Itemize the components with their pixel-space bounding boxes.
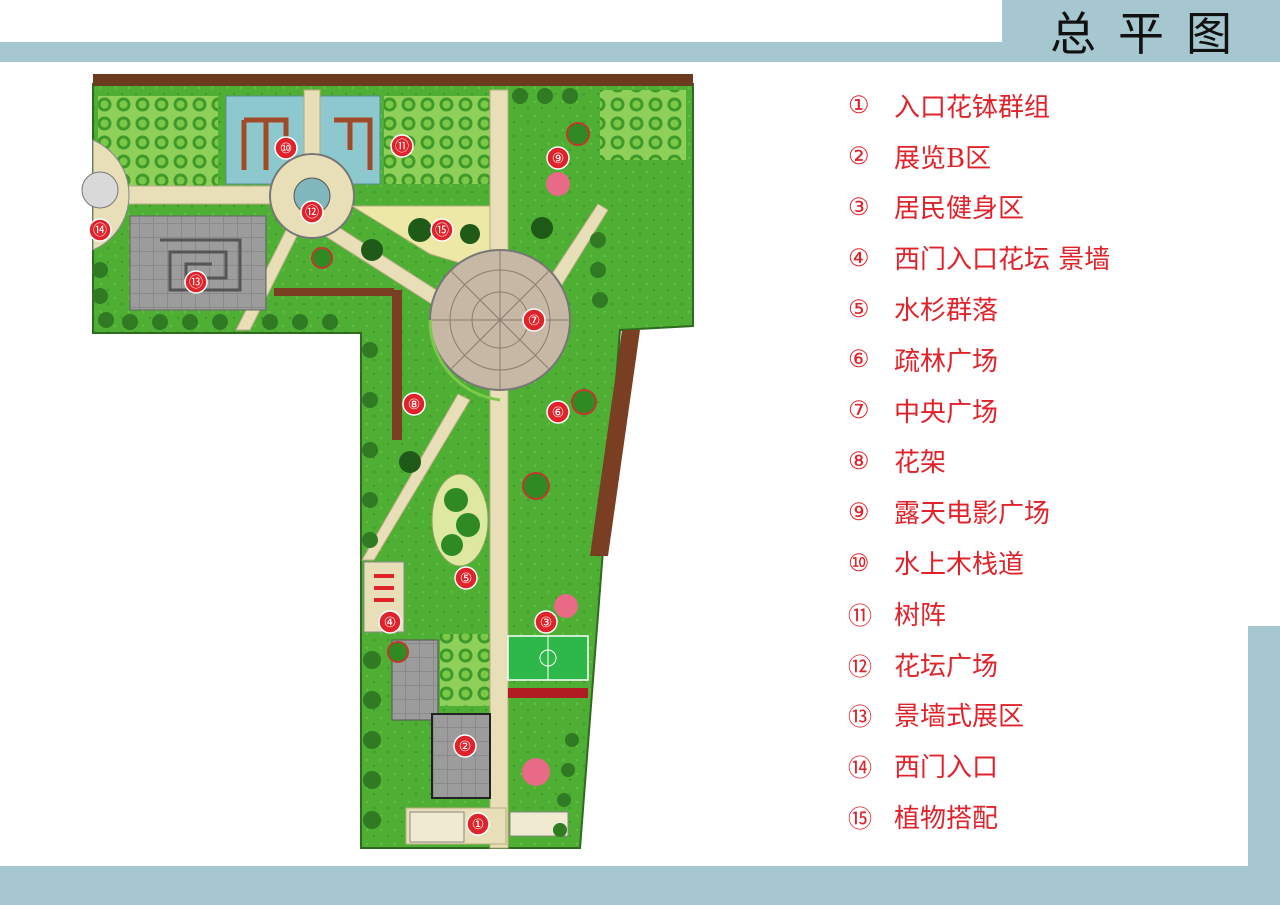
map-marker-14: ⑭ — [88, 218, 112, 242]
map-marker-label: ④ — [384, 615, 397, 631]
map-marker-label: ⑧ — [408, 397, 421, 413]
legend-number: ⑮ — [848, 805, 872, 834]
legend-label: 居民健身区 — [894, 194, 1025, 225]
legend-number: ⑪ — [848, 601, 872, 630]
legend-label: 水杉群落 — [894, 296, 999, 327]
north-wall — [93, 74, 693, 86]
legend-number: ⑥ — [848, 345, 870, 374]
legend-number: ⑦ — [848, 396, 870, 425]
legend-item: ⑤ 水杉群落 — [848, 283, 1238, 334]
east-wall — [590, 330, 640, 556]
legend-label: 花架 — [894, 448, 947, 479]
open-air-cinema-flower — [546, 172, 570, 196]
legend-item: ⑮ 植物搭配 — [848, 791, 1238, 842]
umbrella-south — [522, 758, 550, 786]
map-marker-label: ⑮ — [435, 223, 449, 239]
legend-number: ⑭ — [848, 754, 872, 783]
map-marker-7: ⑦ — [522, 308, 546, 332]
map-marker-label: ⑭ — [93, 223, 107, 239]
map-marker-label: ⑥ — [552, 405, 565, 421]
legend-number: ⑧ — [848, 446, 870, 475]
legend-label: 树阵 — [894, 600, 947, 631]
main-north-south-path — [489, 89, 509, 849]
legend-number: ③ — [848, 192, 870, 221]
legend-number: ⑬ — [848, 703, 872, 732]
legend-label: 花坛广场 — [894, 651, 999, 682]
legend-item: ⑧ 花架 — [848, 436, 1238, 487]
legend-item: ③ 居民健身区 — [848, 182, 1238, 233]
legend-item: ⑭ 西门入口 — [848, 740, 1238, 791]
legend-item: ⑥ 疏林广场 — [848, 334, 1238, 385]
legend-label: 中央广场 — [894, 397, 999, 428]
map-marker-label: ⑦ — [528, 313, 541, 329]
legend-label: 景墙式展区 — [894, 702, 1025, 733]
map-marker-12: ⑫ — [300, 200, 324, 224]
legend-item: ⑬ 景墙式展区 — [848, 690, 1238, 741]
map-marker-1: ① — [466, 812, 490, 836]
legend-number: ⑫ — [848, 652, 872, 681]
map-marker-10: ⑩ — [274, 136, 298, 160]
legend-label: 疏林广场 — [894, 346, 999, 377]
map-marker-4: ④ — [378, 610, 402, 634]
top-band — [0, 42, 1280, 62]
entrance-flowerpot-group — [409, 811, 465, 843]
map-marker-label: ⑫ — [305, 205, 319, 221]
map-marker-label: ② — [459, 739, 472, 755]
right-band — [1248, 626, 1280, 905]
legend-label: 西门入口 — [894, 753, 999, 784]
map-marker-label: ⑤ — [460, 571, 473, 587]
legend-item: ⑩ 水上木栈道 — [848, 537, 1238, 588]
flower-trellis — [392, 290, 402, 440]
legend-label: 展览B区 — [894, 143, 992, 174]
legend-number: ⑤ — [848, 294, 870, 323]
title-box: 总平图 — [1002, 0, 1280, 62]
legend-label: 露天电影广场 — [894, 499, 1051, 530]
map-marker-label: ⑪ — [395, 139, 409, 155]
map-marker-3: ③ — [534, 610, 558, 634]
legend-item: ⑫ 花坛广场 — [848, 639, 1238, 690]
legend-label: 西门入口花坛 景墙 — [894, 245, 1111, 276]
legend-number: ② — [848, 142, 870, 171]
legend-item: ⑪ 树阵 — [848, 588, 1238, 639]
legend-label: 水上木栈道 — [894, 550, 1025, 581]
map-marker-2: ② — [453, 734, 477, 758]
marker-layer: ① ② ③ ④ ⑤ ⑥ ⑦ ⑧ ⑨ ⑩ ⑪ ⑫ ⑬ ⑭ ⑮ — [88, 134, 570, 836]
legend-item: ⑦ 中央广场 — [848, 385, 1238, 436]
legend-label: 植物搭配 — [894, 804, 999, 835]
map-marker-label: ⑩ — [280, 141, 293, 157]
map-marker-8: ⑧ — [402, 392, 426, 416]
legend-number: ⑩ — [848, 548, 870, 577]
map-marker-6: ⑥ — [546, 400, 570, 424]
bottom-band — [0, 866, 1280, 905]
umbrella-fitness — [554, 594, 578, 618]
tree-array-south — [440, 634, 492, 706]
legend-item: ② 展览B区 — [848, 131, 1238, 182]
legend-item: ⑨ 露天电影广场 — [848, 486, 1238, 537]
map-marker-9: ⑨ — [546, 146, 570, 170]
map-marker-11: ⑪ — [390, 134, 414, 158]
legend-number: ⑨ — [848, 497, 870, 526]
boardwalk-right — [334, 117, 373, 170]
map-marker-label: ⑬ — [189, 275, 203, 291]
boardwalk-left — [241, 117, 289, 170]
legend-number: ① — [848, 91, 870, 120]
map-marker-5: ⑤ — [454, 566, 478, 590]
map-marker-15: ⑮ — [430, 218, 454, 242]
legend-number: ④ — [848, 243, 870, 272]
tree-array-northeast — [600, 90, 686, 160]
legend-label: 入口花钵群组 — [894, 92, 1051, 123]
legend-item: ④ 西门入口花坛 景墙 — [848, 232, 1238, 283]
diagonal-path-sw — [361, 393, 471, 561]
map-marker-label: ⑨ — [552, 151, 565, 167]
map-marker-label: ① — [472, 817, 485, 833]
legend-item: ① 入口花钵群组 — [848, 80, 1238, 131]
map-marker-label: ③ — [540, 615, 553, 631]
map-marker-13: ⑬ — [184, 270, 208, 294]
page-title: 总平图 — [1050, 7, 1254, 61]
